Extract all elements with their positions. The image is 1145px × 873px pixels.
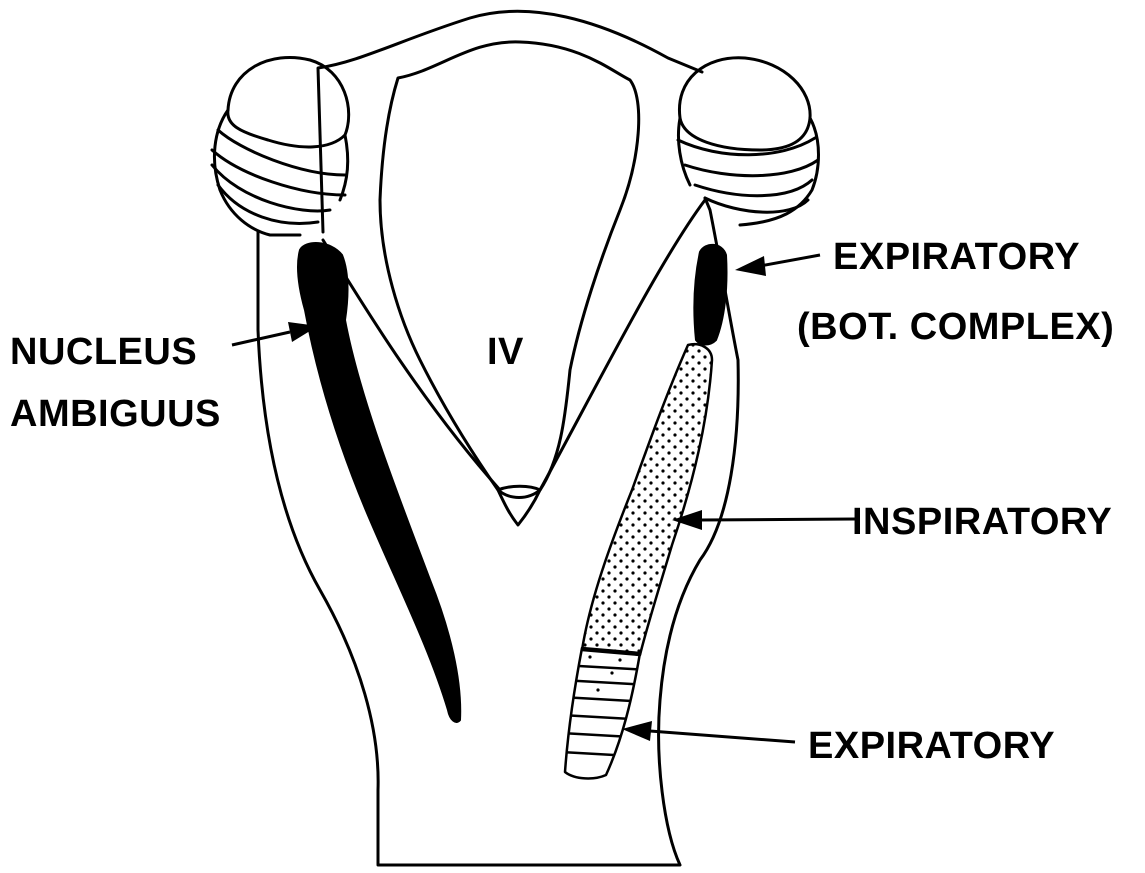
right-peduncle: [678, 58, 819, 225]
nucleus-ambiguus-column: [298, 243, 460, 722]
botzinger-complex-column: [694, 245, 726, 345]
lower-expiratory-column: [560, 648, 650, 778]
arrow-expiratory-bot: [735, 255, 820, 276]
arrow-nucleus-ambiguus: [232, 322, 318, 345]
inspiratory-label: INSPIRATORY: [852, 503, 1112, 541]
arrow-lower-expiratory: [622, 721, 795, 742]
left-peduncle: [212, 57, 349, 235]
ventricle-label: IV: [487, 333, 524, 371]
nucleus-ambiguus-label-line1: NUCLEUS: [10, 333, 197, 371]
expiratory-bot-label-line1: EXPIRATORY: [833, 238, 1080, 276]
expiratory-bot-label-line2: (BOT. COMPLEX): [797, 308, 1114, 346]
nucleus-ambiguus-label-line2: AMBIGUUS: [10, 395, 221, 433]
expiratory-lower-label: EXPIRATORY: [808, 727, 1055, 765]
arrow-inspiratory: [672, 510, 855, 530]
inspiratory-column: [560, 330, 730, 670]
fourth-ventricle: [380, 42, 639, 498]
obex: [498, 486, 540, 525]
